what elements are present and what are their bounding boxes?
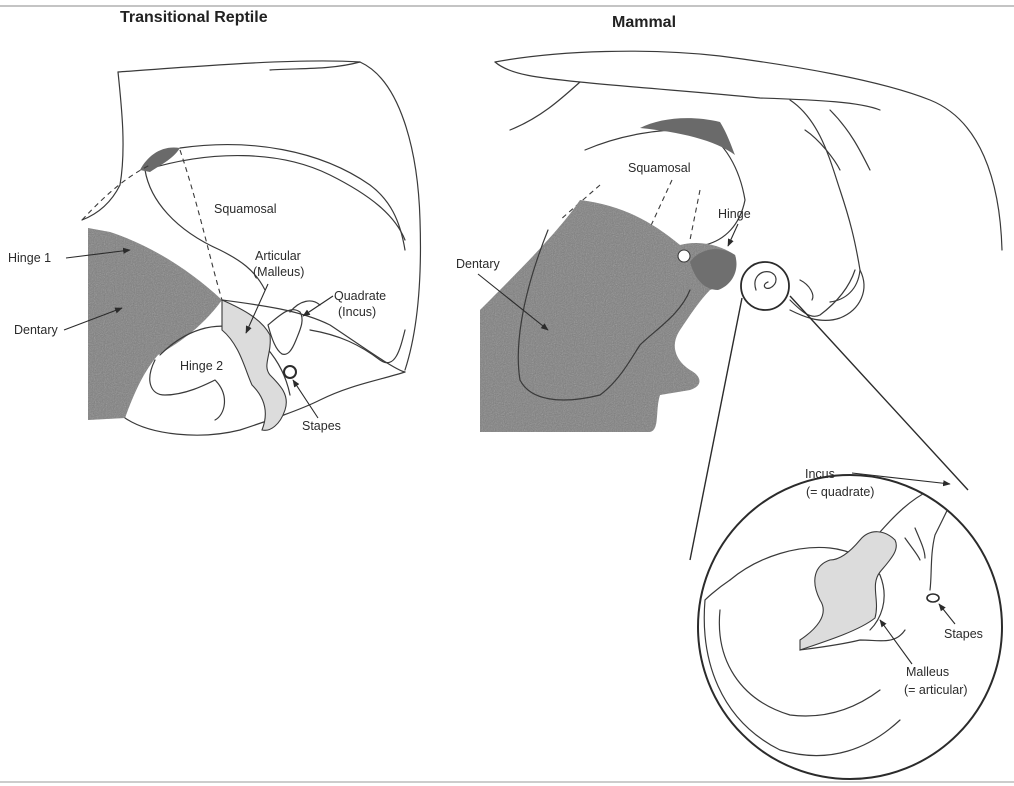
hinge1-label: Hinge 1 [8, 251, 51, 265]
zoom-line-left [690, 298, 742, 560]
articular-equiv-label: (= articular) [904, 683, 968, 697]
articular-label: Articular [255, 249, 301, 263]
ear-zoom-circle [741, 262, 789, 310]
reptile-labels: Transitional Reptile Hinge 1 Dentary Squ… [8, 9, 386, 433]
quadrate-label: Quadrate [334, 289, 386, 303]
mammal-dentary-label: Dentary [456, 257, 501, 271]
reptile-title: Transitional Reptile [120, 9, 268, 26]
incus-label-inset: Incus [805, 467, 835, 481]
mammal-squamosal-label: Squamosal [628, 161, 691, 175]
ear-inset: Incus (= quadrate) Stapes Malleus (= art… [698, 467, 1002, 779]
reptile-dentary-label: Dentary [14, 323, 59, 337]
mammal-title: Mammal [612, 14, 676, 31]
reptile-stapes-label: Stapes [302, 419, 341, 433]
incus-label: (Incus) [338, 305, 376, 319]
hinge2-label: Hinge 2 [180, 359, 223, 373]
zoom-line-right [790, 296, 968, 490]
inset-stapes-label: Stapes [944, 627, 983, 641]
malleus-label-inset: Malleus [906, 665, 949, 679]
mammal-skull [480, 51, 1002, 432]
reptile-skull [82, 61, 420, 435]
quadrate-equiv-label: (= quadrate) [806, 485, 874, 499]
reptile-articular-bone [222, 300, 286, 430]
malleus-label: (Malleus) [253, 265, 304, 279]
reptile-squamosal-label: Squamosal [214, 202, 277, 216]
mammal-hinge-label: Hinge [718, 207, 751, 221]
